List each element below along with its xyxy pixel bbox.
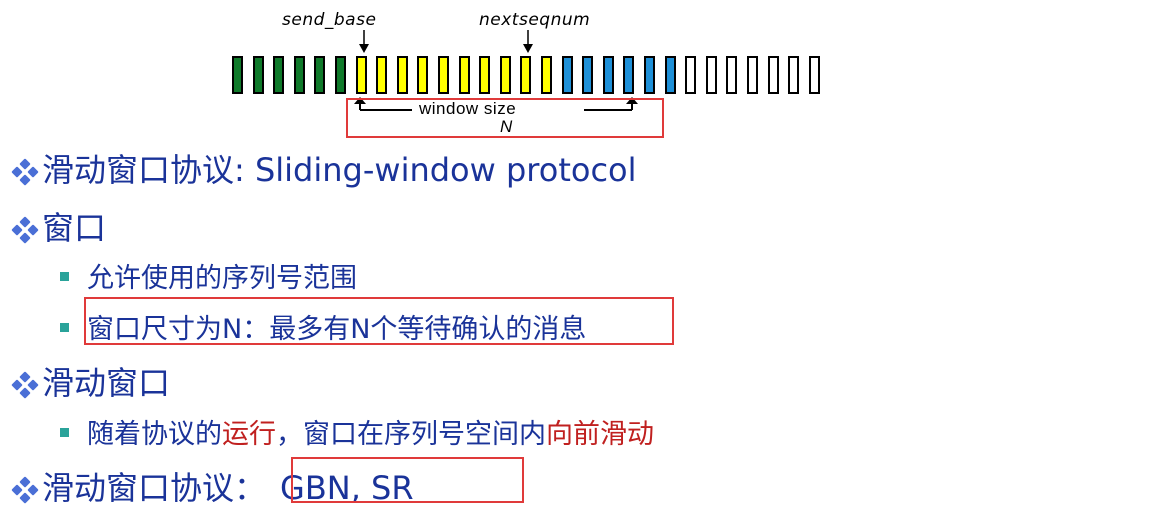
- bullet-text-part: ，窗口在序列号空间内: [276, 419, 546, 450]
- diamond-bullet-icon: [11, 158, 39, 186]
- bullet-text: 滑动窗口协议: Sliding-window protocol: [42, 151, 637, 189]
- window-size-label: window size: [419, 99, 517, 118]
- sequence-slot-usable: [623, 56, 634, 94]
- square-bullet-icon: [60, 323, 69, 332]
- bullet-sliding-window-protocol: 滑动窗口协议: Sliding-window protocol: [11, 145, 637, 191]
- window-size-highlight-box: [346, 98, 664, 138]
- send-base-arrow-icon: [359, 30, 369, 53]
- sequence-slot-sent: [417, 56, 428, 94]
- bullet-text: 窗口: [42, 209, 107, 247]
- sequence-slot-sent: [376, 56, 387, 94]
- emphasis-text-running: 运行: [222, 419, 276, 450]
- sequence-slot-unusable: [747, 56, 758, 94]
- sequence-slot-sent: [520, 56, 531, 94]
- sequence-slot-usable: [665, 56, 676, 94]
- sequence-slot-usable: [562, 56, 573, 94]
- sliding-window-diagram: send_base nextseqnum window size N: [0, 0, 1164, 150]
- sequence-slot-unusable: [706, 56, 717, 94]
- sequence-slot-acked: [232, 56, 243, 94]
- diamond-bullet-icon: [11, 216, 39, 244]
- bullet-sliding-window: 滑动窗口: [11, 358, 171, 404]
- bullet-text-part: 随着协议的: [87, 419, 222, 450]
- sub-bullet-window-slides-forward: 随着协议的运行，窗口在序列号空间内向前滑动: [60, 412, 654, 451]
- bullet-text: 滑动窗口: [42, 364, 171, 402]
- sequence-slot-acked: [273, 56, 284, 94]
- sub-bullet-sequence-range: 允许使用的序列号范围: [60, 256, 357, 295]
- diamond-bullet-icon: [11, 371, 39, 399]
- bullet-text: 窗口尺寸为N：最多有N个等待确认的消息: [87, 314, 587, 345]
- window-size-span-arrows-icon: [354, 97, 638, 111]
- bullet-protocols-gbn-sr: 滑动窗口协议： GBN, SR: [11, 463, 414, 509]
- send-base-label: send_base: [282, 10, 377, 30]
- sequence-slot-unusable: [788, 56, 799, 94]
- square-bullet-icon: [60, 428, 69, 437]
- square-bullet-icon: [60, 272, 69, 281]
- sequence-slot-sent: [500, 56, 511, 94]
- sequence-slot-acked: [335, 56, 346, 94]
- sequence-slot-unusable: [768, 56, 779, 94]
- sequence-slot-sent: [397, 56, 408, 94]
- nextseqnum-label: nextseqnum: [479, 10, 591, 30]
- window-n-label: N: [500, 117, 513, 136]
- bullet-text: 滑动窗口协议：: [42, 469, 267, 507]
- sequence-slot-sent: [541, 56, 552, 94]
- protocol-names-highlight-box: [291, 457, 524, 503]
- sequence-slot-usable: [603, 56, 614, 94]
- diamond-bullet-icon: [11, 476, 39, 504]
- sequence-slot-acked: [294, 56, 305, 94]
- sequence-slot-sent: [356, 56, 367, 94]
- bullet-text: 允许使用的序列号范围: [87, 263, 357, 294]
- emphasis-text-slide-forward: 向前滑动: [546, 419, 654, 450]
- sequence-slot-acked: [314, 56, 325, 94]
- sequence-slot-unusable: [726, 56, 737, 94]
- protocol-names: GBN, SR: [280, 469, 414, 507]
- sequence-slot-sent: [459, 56, 470, 94]
- sequence-slot-usable: [644, 56, 655, 94]
- sequence-slot-usable: [582, 56, 593, 94]
- sub-bullet-window-size-n: 窗口尺寸为N：最多有N个等待确认的消息: [60, 307, 586, 346]
- sequence-slot-acked: [253, 56, 264, 94]
- sequence-slot-unusable: [809, 56, 820, 94]
- window-size-note-highlight-box: [84, 297, 674, 345]
- nextseqnum-arrow-icon: [523, 30, 533, 53]
- sequence-slot-unusable: [685, 56, 696, 94]
- bullet-window: 窗口: [11, 203, 107, 249]
- sequence-slot-sent: [438, 56, 449, 94]
- sequence-slot-sent: [479, 56, 490, 94]
